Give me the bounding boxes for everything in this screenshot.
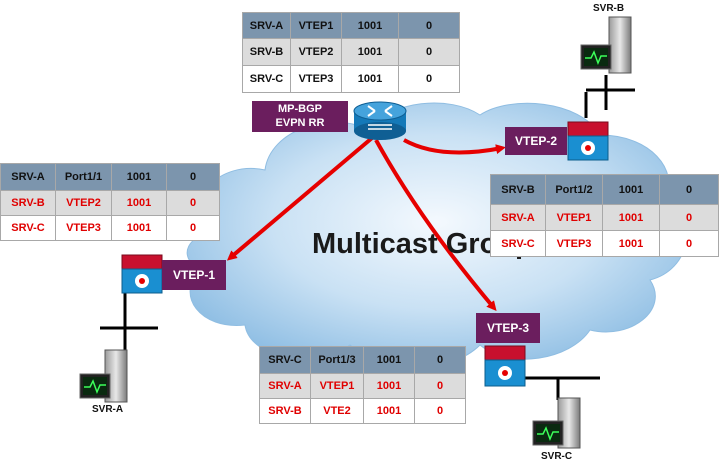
vtep2-label: VTEP-2 (505, 127, 567, 155)
server-icon-svr-a (79, 349, 128, 403)
table-row: SRV-A VTEP1 1001 0 (490, 204, 719, 231)
table-row: SRV-B VTEP2 1001 0 (242, 38, 460, 66)
evpn-arrows (226, 136, 506, 312)
table-cell: 1001 (363, 398, 415, 424)
table-cell: 1001 (602, 230, 660, 257)
server-icon-svr-b (580, 16, 632, 74)
table-cell: VTEP2 (55, 190, 112, 216)
table-cell: 1001 (341, 38, 399, 66)
table-cell: 1001 (341, 12, 399, 39)
table-cell: 0 (398, 12, 460, 39)
table-cell: 1001 (602, 174, 660, 205)
vtep3-label: VTEP-3 (476, 313, 540, 343)
switch-icon-vtep2 (567, 121, 609, 161)
table-cell: SRV-A (0, 163, 56, 191)
table-cell: SRV-B (0, 190, 56, 216)
table-cell: SRV-C (490, 230, 546, 257)
table-cell: SRV-B (242, 38, 291, 66)
server-label-svr-c: SVR-C (541, 451, 573, 462)
table-cell: 1001 (363, 346, 415, 374)
table-cell: Port1/3 (310, 346, 364, 374)
table-cell: VTEP1 (290, 12, 342, 39)
table-cell: 0 (659, 204, 719, 231)
table-row: SRV-B VTEP2 1001 0 (0, 190, 220, 216)
table-header-row: SRV-A Port1/1 1001 0 (0, 163, 220, 191)
table-cell: 1001 (341, 65, 399, 93)
table-cell: VTEP2 (290, 38, 342, 66)
table-cell: 0 (659, 230, 719, 257)
table-cell: VTEP3 (290, 65, 342, 93)
rr-label-line2: EVPN RR (275, 117, 325, 129)
table-row: SRV-C VTEP3 1001 0 (242, 65, 460, 93)
table-header-row: SRV-B Port1/2 1001 0 (490, 174, 719, 205)
table-cell: SRV-C (242, 65, 291, 93)
table-cell: 1001 (111, 163, 167, 191)
table-cell: 0 (166, 215, 220, 241)
server-icon-svr-c (532, 397, 581, 449)
table-row: SRV-C VTEP3 1001 0 (0, 215, 220, 241)
table-cell: 1001 (111, 190, 167, 216)
table-cell: 1001 (363, 373, 415, 399)
server-label-svr-b: SVR-B (593, 3, 625, 14)
router-icon (353, 101, 407, 140)
table-cell: 0 (659, 174, 719, 205)
table-cell: 1001 (111, 215, 167, 241)
vtep3-table: SRV-C Port1/3 1001 0 SRV-A VTEP1 1001 0 … (259, 346, 466, 424)
table-cell: SRV-A (242, 12, 291, 39)
table-cell: SRV-B (259, 398, 311, 424)
table-cell: 0 (398, 38, 460, 66)
table-row: SRV-A VTEP1 1001 0 (259, 373, 466, 399)
table-row: SRV-C VTEP3 1001 0 (490, 230, 719, 257)
vtep1-table: SRV-A Port1/1 1001 0 SRV-B VTEP2 1001 0 … (0, 163, 220, 241)
table-cell: SRV-B (490, 174, 546, 205)
vtep1-label: VTEP-1 (162, 260, 226, 290)
table-cell: SRV-A (259, 373, 311, 399)
table-cell: SRV-C (0, 215, 56, 241)
table-cell: 0 (166, 190, 220, 216)
table-cell: Port1/2 (545, 174, 603, 205)
switch-icon-vtep1 (121, 254, 163, 294)
table-cell: VTE2 (310, 398, 364, 424)
table-header-row: SRV-C Port1/3 1001 0 (259, 346, 466, 374)
table-cell: VTEP3 (55, 215, 112, 241)
table-cell: 1001 (602, 204, 660, 231)
table-header-row: SRV-A VTEP1 1001 0 (242, 12, 460, 39)
rr-label: MP-BGP EVPN RR (252, 101, 348, 132)
vtep2-table: SRV-B Port1/2 1001 0 SRV-A VTEP1 1001 0 … (490, 174, 719, 257)
table-cell: 0 (414, 346, 466, 374)
rr-label-line1: MP-BGP (278, 103, 322, 115)
table-cell: SRV-C (259, 346, 311, 374)
switch-icon-vtep3 (484, 345, 526, 387)
table-cell: SRV-A (490, 204, 546, 231)
table-cell: 0 (414, 398, 466, 424)
table-cell: 0 (414, 373, 466, 399)
table-cell: 0 (398, 65, 460, 93)
server-label-svr-a: SVR-A (92, 404, 124, 415)
table-cell: VTEP1 (310, 373, 364, 399)
table-cell: VTEP1 (545, 204, 603, 231)
table-row: SRV-B VTE2 1001 0 (259, 398, 466, 424)
table-cell: Port1/1 (55, 163, 112, 191)
rr-table: SRV-A VTEP1 1001 0 SRV-B VTEP2 1001 0 SR… (242, 12, 460, 93)
network-links (100, 75, 635, 400)
table-cell: VTEP3 (545, 230, 603, 257)
table-cell: 0 (166, 163, 220, 191)
